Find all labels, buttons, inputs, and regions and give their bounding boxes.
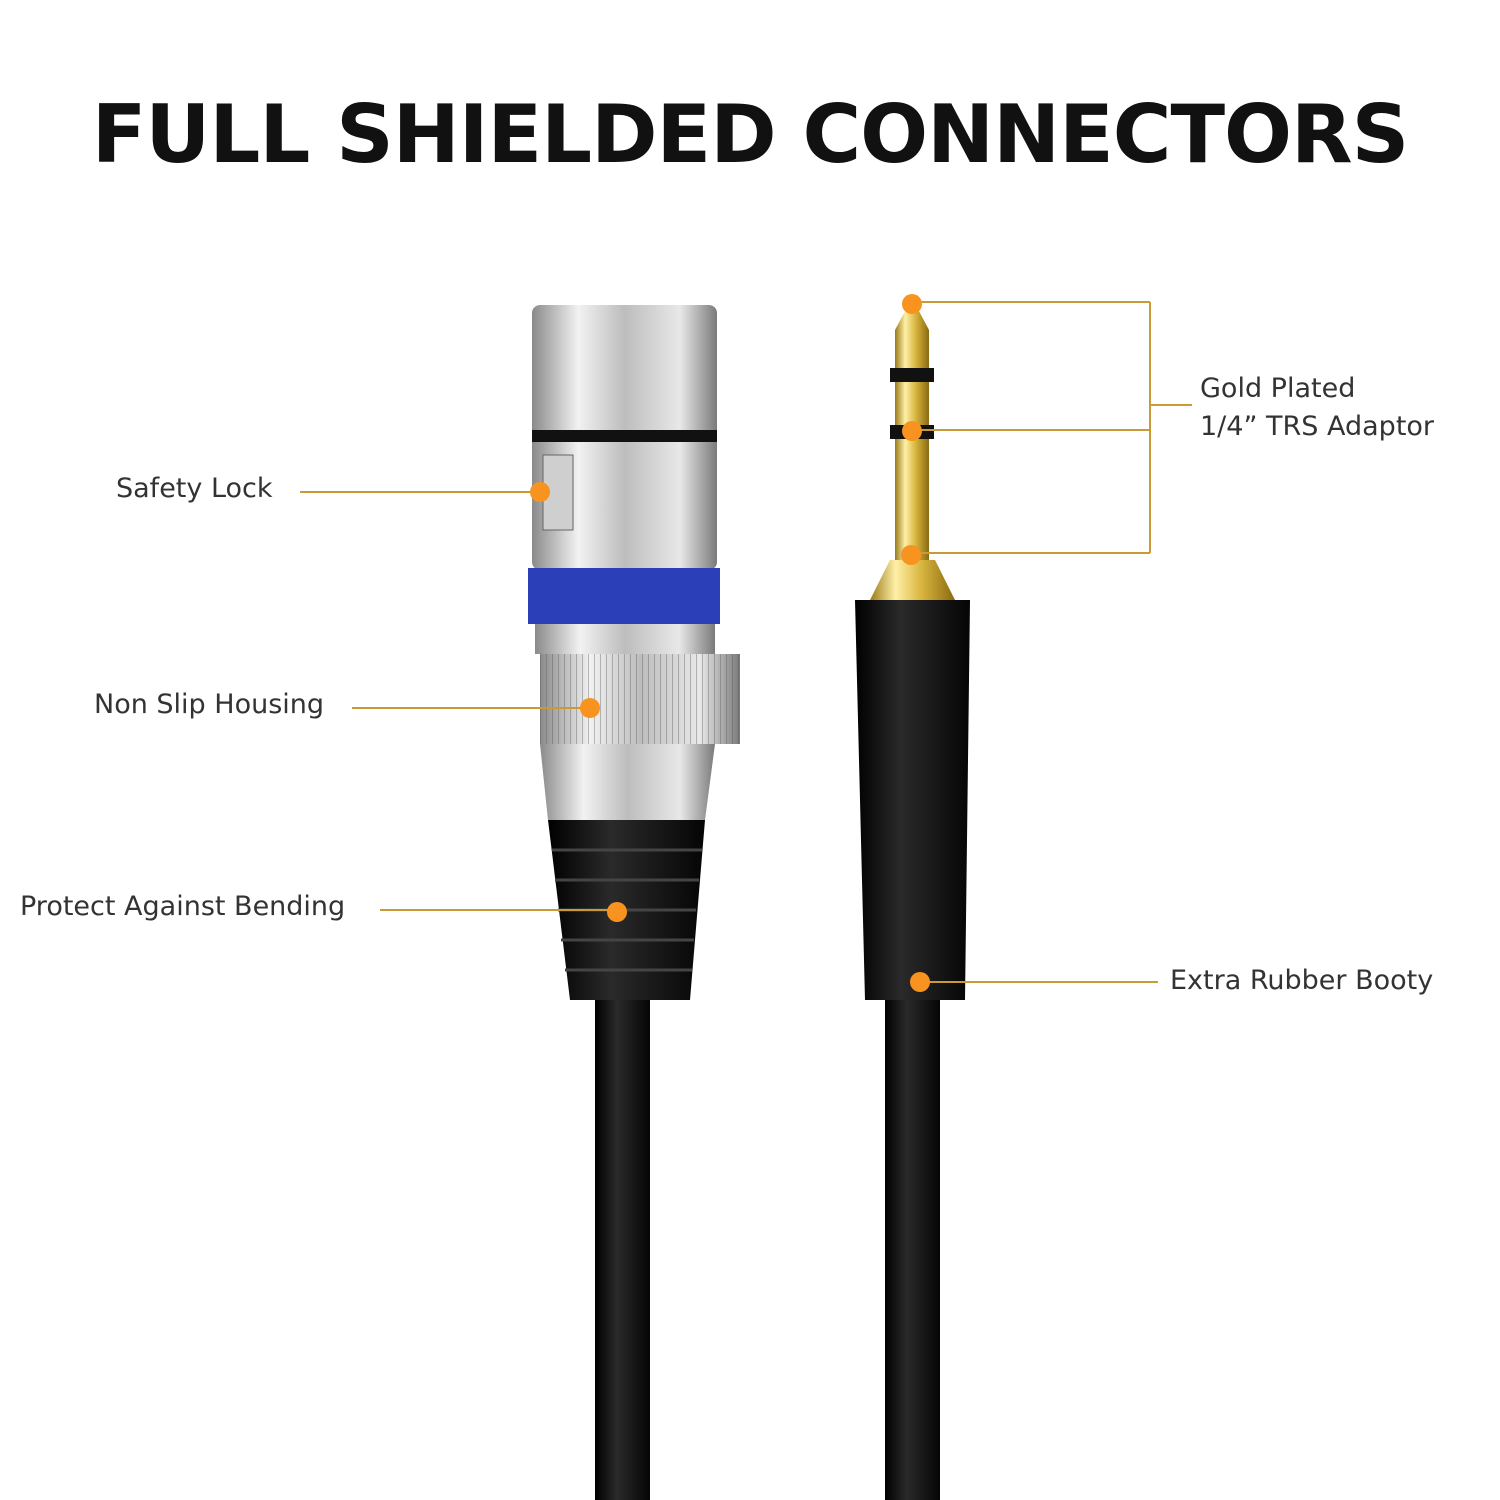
label-non-slip-housing: Non Slip Housing <box>94 689 325 720</box>
callout-dot <box>910 972 930 992</box>
callout-dot <box>901 545 921 565</box>
label-trs-adaptor: 1/4” TRS Adaptor <box>1200 411 1435 442</box>
callout-dot <box>902 421 922 441</box>
callout-dot <box>607 902 627 922</box>
callout-dot <box>902 294 922 314</box>
callout-dot <box>580 698 600 718</box>
callout-dot <box>530 482 550 502</box>
trs-connector <box>855 298 970 1500</box>
label-protect-bending: Protect Against Bending <box>20 891 346 922</box>
page-title: FULL SHIELDED CONNECTORS <box>91 88 1409 181</box>
label-safety-lock: Safety Lock <box>116 473 273 504</box>
label-gold-plated: Gold Plated <box>1200 373 1356 404</box>
xlr-connector <box>528 305 740 1500</box>
label-rubber-booty: Extra Rubber Booty <box>1170 965 1434 996</box>
leader-lines <box>300 301 1192 983</box>
